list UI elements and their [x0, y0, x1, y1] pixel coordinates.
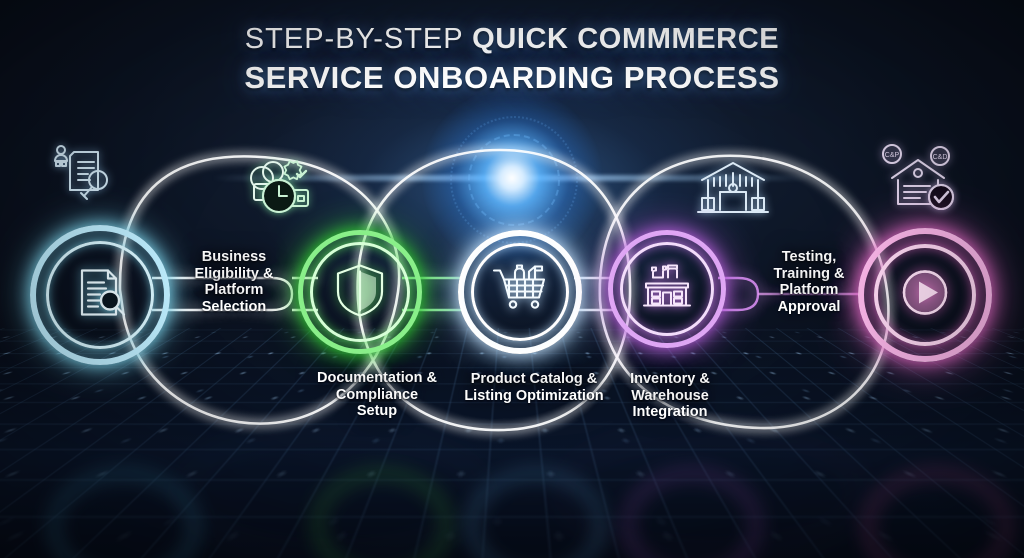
svg-text:C&P: C&P: [885, 152, 900, 159]
warehouse-boxes-icon: [696, 158, 770, 225]
warehouse-store-icon: [640, 262, 694, 317]
user-document-review-icon: [48, 142, 118, 211]
step-node-3[interactable]: [458, 230, 582, 354]
step-1-label: Business Eligibility & Platform Selectio…: [194, 249, 274, 315]
step-node-2[interactable]: [298, 230, 422, 354]
flare-ring-outer: [450, 116, 578, 244]
document-search-icon: [70, 263, 130, 328]
play-button-icon: [894, 262, 956, 329]
shopping-cart-icon: [491, 263, 549, 322]
title-line-1-light: STEP-BY-STEP: [244, 23, 473, 55]
step-node-4[interactable]: [608, 230, 726, 348]
step-5-label: Testing, Training & Platform Approval: [773, 249, 845, 315]
step-3-label: Product Catalog & Listing Optimization: [464, 371, 604, 404]
infographic-title: STEP-BY-STEP QUICK COMMMERCE SERVICE ONB…: [0, 22, 1024, 97]
title-line-1: STEP-BY-STEP QUICK COMMMERCE: [0, 22, 1024, 56]
step-2-label: Documentation & Compliance Setup: [316, 370, 438, 420]
reflection-arc-glow: [180, 430, 486, 556]
reflection-step-5: [862, 468, 1012, 558]
shield-icon: [334, 262, 386, 323]
step-node-1[interactable]: [30, 225, 170, 365]
flare-ring-inner: [468, 134, 560, 226]
step-node-5[interactable]: [858, 228, 992, 362]
certificate-house-approved-icon: C&P C&D: [878, 142, 962, 219]
reflection-arc-glow-right: [560, 430, 866, 556]
step-4-label: Inventory & Warehouse Integration: [630, 371, 710, 421]
title-line-2: SERVICE ONBOARDING PROCESS: [244, 60, 780, 96]
clock-verified-badge-icon: [246, 156, 324, 227]
title-line-1-bold: QUICK COMMMERCE: [472, 23, 780, 55]
svg-text:C&D: C&D: [933, 154, 948, 161]
